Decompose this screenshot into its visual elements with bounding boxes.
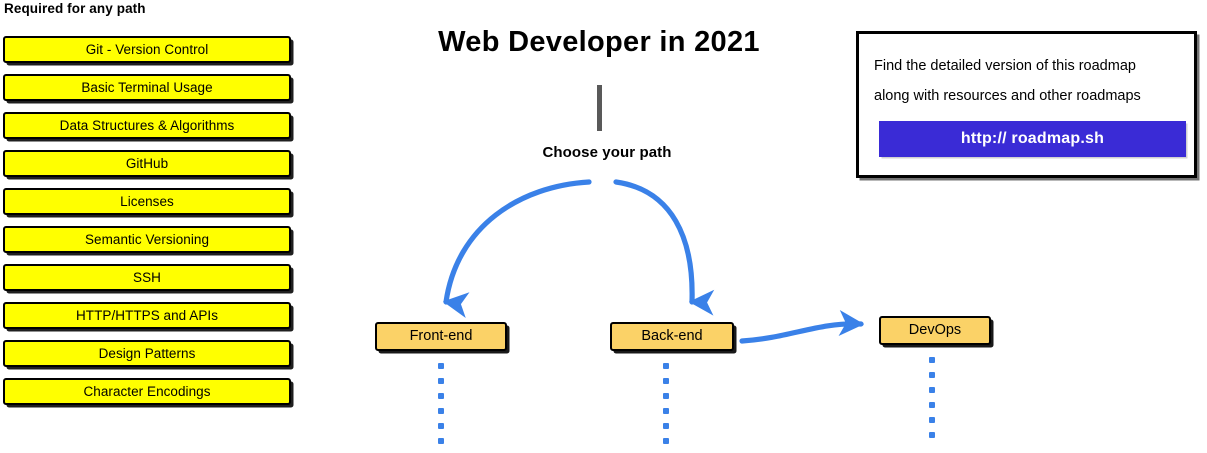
info-card-line-1: Find the detailed version of this roadma… xyxy=(874,58,1136,74)
roadmap-link-label: http:// roadmap.sh xyxy=(960,130,1105,147)
required-topic-label: Semantic Versioning xyxy=(84,231,210,247)
required-topic-label: Character Encodings xyxy=(83,383,211,399)
dot xyxy=(929,372,935,378)
arrow-to-frontend xyxy=(442,179,592,319)
required-topic-label: Data Structures & Algorithms xyxy=(59,117,235,133)
page-title-text: Web Developer in 2021 xyxy=(438,26,760,58)
dotted-trail-devops xyxy=(929,357,935,447)
trunk-connector-line xyxy=(597,85,602,131)
dot xyxy=(929,387,935,393)
required-topic-licenses[interactable]: Licenses xyxy=(3,188,291,215)
required-topic-label: GitHub xyxy=(125,155,169,171)
path-node-front-end[interactable]: Front-end xyxy=(375,322,507,351)
dot xyxy=(929,432,935,438)
dotted-trail-back-end xyxy=(663,363,669,453)
dotted-trail-front-end xyxy=(438,363,444,453)
path-node-devops[interactable]: DevOps xyxy=(879,316,991,345)
dot xyxy=(929,417,935,423)
roadmap-link-button[interactable]: http:// roadmap.sh xyxy=(879,121,1186,157)
required-topic-label: Git - Version Control xyxy=(85,41,209,57)
required-section-heading: Required for any path xyxy=(4,1,146,16)
required-topic-label: Design Patterns xyxy=(98,345,196,361)
required-topic-label: SSH xyxy=(133,269,161,285)
choose-your-path-label: Choose your path xyxy=(542,144,672,161)
required-topic-semantic-versioning[interactable]: Semantic Versioning xyxy=(3,226,291,253)
dot xyxy=(438,363,444,369)
required-topic-label: Licenses xyxy=(120,193,174,209)
info-card-line-2: along with resources and other roadmaps xyxy=(874,88,1141,104)
arrow-to-backend xyxy=(613,179,715,316)
required-topic-git-version-control[interactable]: Git - Version Control xyxy=(3,36,291,63)
dot xyxy=(929,402,935,408)
required-topic-github[interactable]: GitHub xyxy=(3,150,291,177)
dot xyxy=(663,408,669,414)
dot xyxy=(438,378,444,384)
required-topic-design-patterns[interactable]: Design Patterns xyxy=(3,340,291,367)
info-card-description: Find the detailed version of this roadma… xyxy=(874,51,1189,111)
dot xyxy=(438,408,444,414)
dot xyxy=(663,423,669,429)
required-topic-data-structures-algorithms[interactable]: Data Structures & Algorithms xyxy=(3,112,291,139)
required-topic-basic-terminal-usage[interactable]: Basic Terminal Usage xyxy=(3,74,291,101)
dot xyxy=(663,393,669,399)
path-node-label: DevOps xyxy=(908,322,962,338)
required-topic-label: HTTP/HTTPS and APIs xyxy=(76,307,218,323)
dot xyxy=(438,423,444,429)
required-topic-http-https-and-apis[interactable]: HTTP/HTTPS and APIs xyxy=(3,302,291,329)
dot xyxy=(929,357,935,363)
required-for-any-path-section: Required for any path Git - Version Cont… xyxy=(3,0,295,436)
path-node-label: Back-end xyxy=(641,328,703,344)
arrow-backend-to-devops xyxy=(739,310,865,344)
required-topic-label: Basic Terminal Usage xyxy=(81,79,213,95)
path-node-back-end[interactable]: Back-end xyxy=(610,322,734,351)
dot xyxy=(663,363,669,369)
required-topics-list: Git - Version Control Basic Terminal Usa… xyxy=(3,36,295,416)
path-node-label: Front-end xyxy=(409,328,473,344)
roadmap-info-card: Find the detailed version of this roadma… xyxy=(856,31,1197,178)
required-topic-character-encodings[interactable]: Character Encodings xyxy=(3,378,291,405)
dot xyxy=(438,393,444,399)
dot xyxy=(438,438,444,444)
dot xyxy=(663,438,669,444)
required-topic-ssh[interactable]: SSH xyxy=(3,264,291,291)
dot xyxy=(663,378,669,384)
